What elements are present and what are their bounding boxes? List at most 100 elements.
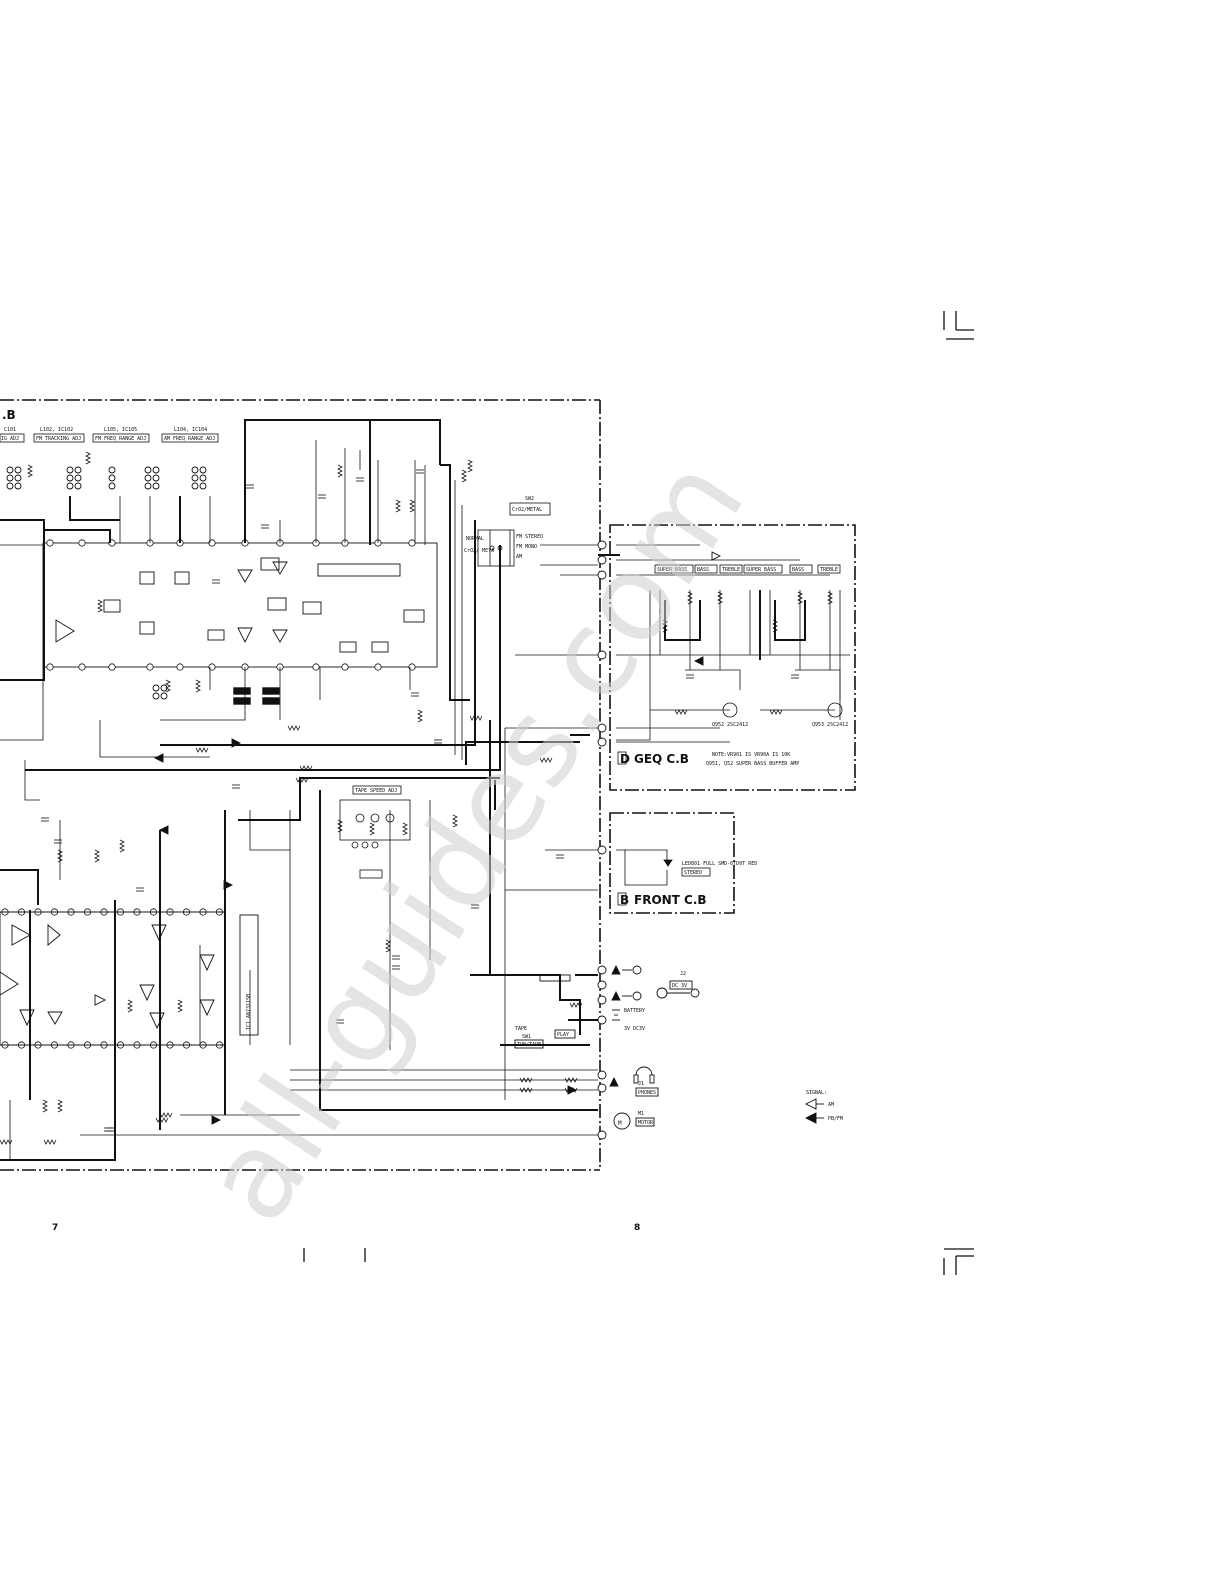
resistor [177,999,183,1013]
resistor [402,822,408,836]
adjust-box-4: AM FREQ RANGE ADJ [164,436,215,442]
ic-pin [374,663,382,671]
resistor [295,777,309,783]
normal-label: NORMAL [466,536,484,542]
resistor [42,1099,48,1113]
resistor [155,1117,169,1123]
signal-arrows [153,551,722,1125]
resistor [519,1087,533,1093]
adjust-boxes [0,433,219,443]
resistor [769,709,783,715]
geq-board-title: GEQ C.B [634,752,689,766]
playback-ic [0,911,259,1046]
tape-switch-ref: SW1 [522,1034,531,1040]
resistor [287,725,301,731]
ic-pin [208,663,216,671]
geq-internals [616,544,850,765]
coils [6,466,207,700]
front-board-border [609,812,735,914]
geq-note-2: Q951, Q52 SUPER BASS BUFFER AMP [706,761,799,767]
resistor [539,757,553,763]
resistor [395,499,401,513]
am-label: AM [516,554,522,560]
capacitor [416,469,424,474]
geq-band-5: BASS [792,567,804,573]
page-number-7: 7 [52,1223,58,1233]
resistor [43,1139,57,1145]
resistor [467,459,473,473]
resistor [385,939,391,953]
capacitor [212,579,220,584]
led-box: STEREO [684,870,702,876]
resistor [469,715,483,721]
capacitor [556,854,564,859]
ic-pin [341,663,349,671]
resistor [57,1099,63,1113]
resistor [417,709,423,723]
adjust-ref-4: L104, IC104 [174,427,207,433]
resistor [85,451,91,465]
resistor [337,819,343,833]
signal-legend-pbfm: PB/FM [828,1116,843,1122]
resistor [717,591,723,605]
geq-transistor-2: Q953 2SC2412 [812,722,848,728]
resistor [797,591,803,605]
capacitor [686,674,694,679]
front-internals [616,849,711,906]
capacitor [791,674,799,679]
resistor [827,591,833,605]
adjust-ref-3: L105, IC105 [104,427,137,433]
capacitor [318,494,326,499]
ic-pin [78,663,86,671]
motor-ref: M1 [638,1111,644,1117]
capacitor [136,887,144,892]
tuner-ic [42,542,438,668]
ic-pin [78,539,86,547]
resistor [519,1077,533,1083]
geq-band-2: BASS [697,567,709,573]
ic-pin [408,539,416,547]
phones-box: PHONES [638,1090,656,1096]
geq-band-1: SUPER BASS [657,567,687,573]
jack-symbols [514,964,700,1130]
wiring-thin [0,440,598,1160]
component-marks [0,451,833,1145]
resistor [564,1077,578,1083]
geq-transistor-1: Q952 2SC2412 [712,722,748,728]
led-text: LED801 FULL SMD-0TD0T RED [682,861,757,867]
crop-marks [303,311,974,1275]
tape-speed-label: TAPE SPEED ADJ [355,788,397,794]
resistor [127,999,133,1013]
capacitor [232,784,240,789]
capacitor [356,477,364,482]
resistor [337,464,343,478]
resistor [27,464,33,478]
capacitor [246,484,254,489]
ic-pin [46,539,54,547]
resistor [94,849,100,863]
page-number-8: 8 [634,1223,640,1233]
geq-board-letter: D [620,752,630,766]
signal-legend-am: AM [828,1102,834,1108]
front-board-title: FRONT C.B [634,893,707,907]
sw2-box: CrO2/METAL [512,507,542,513]
resistor [452,814,458,828]
resistor [299,765,313,771]
ic-pin [146,663,154,671]
adjust-ref-1: C101 [4,427,16,433]
capacitor [54,839,62,844]
battery-spec: 3V DC3V [624,1026,645,1032]
capacitor [104,1127,112,1132]
resistor [0,1139,13,1145]
front-board-letter: B [620,893,629,907]
sw2-switch [477,502,551,567]
fm-mono-label: FM MONO [516,544,537,550]
resistor [195,679,201,693]
main-board-label: .B [2,408,16,422]
motor-box: MOTOR [638,1120,654,1126]
resistor [687,591,693,605]
ic-pin [176,663,184,671]
resistor [165,679,171,693]
capacitor [392,965,400,970]
